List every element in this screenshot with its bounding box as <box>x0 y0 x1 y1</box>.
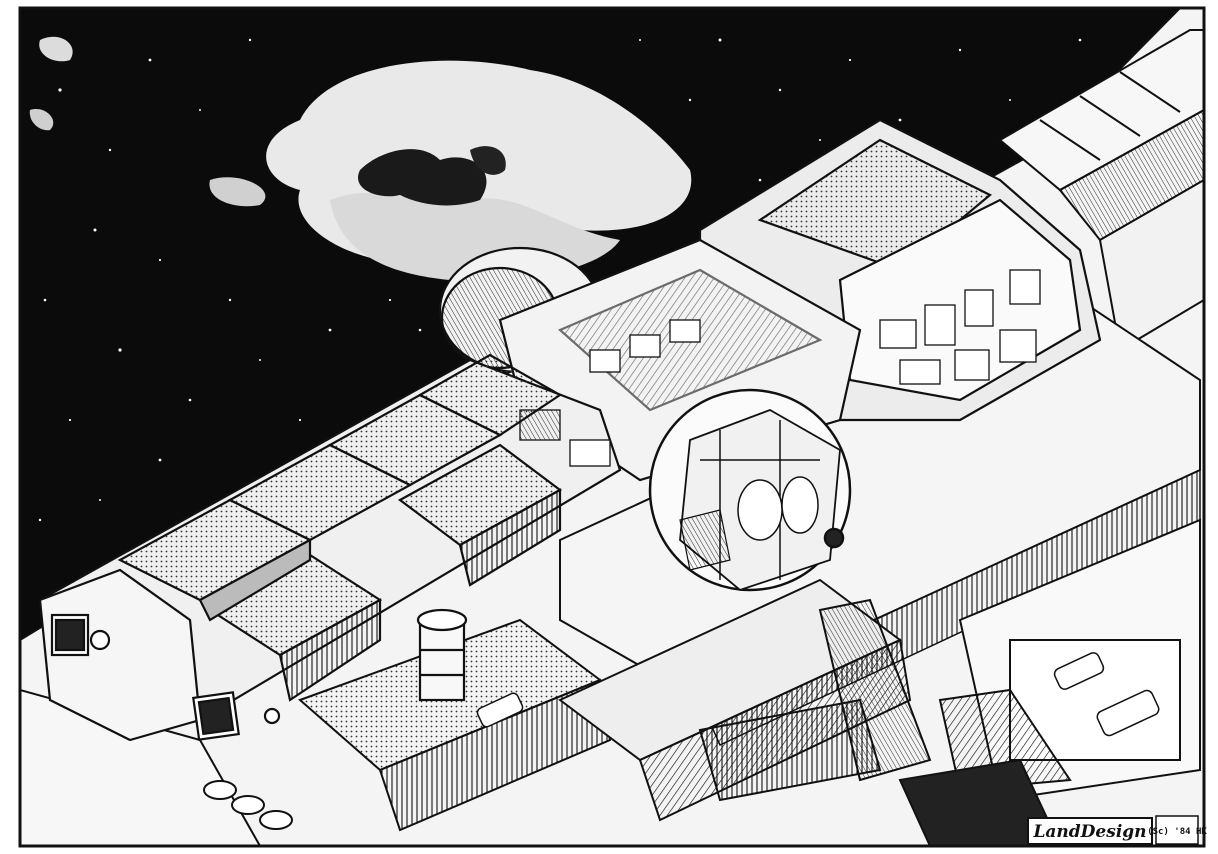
signature-text: LandDesign <box>1032 822 1146 842</box>
signature-plate: LandDesign (Sc) '84 HK <box>1027 815 1207 845</box>
starfield <box>38 38 1082 522</box>
artist-mark: (Sc) '84 HK <box>1147 827 1207 837</box>
hull-detail-machinery <box>519 269 1041 467</box>
station-upper-panels <box>998 29 1204 352</box>
ground-vehicles <box>476 652 1160 737</box>
illustration-frame <box>18 6 1206 848</box>
cutaway-lens <box>648 388 852 592</box>
nebula-cloud <box>29 36 692 281</box>
